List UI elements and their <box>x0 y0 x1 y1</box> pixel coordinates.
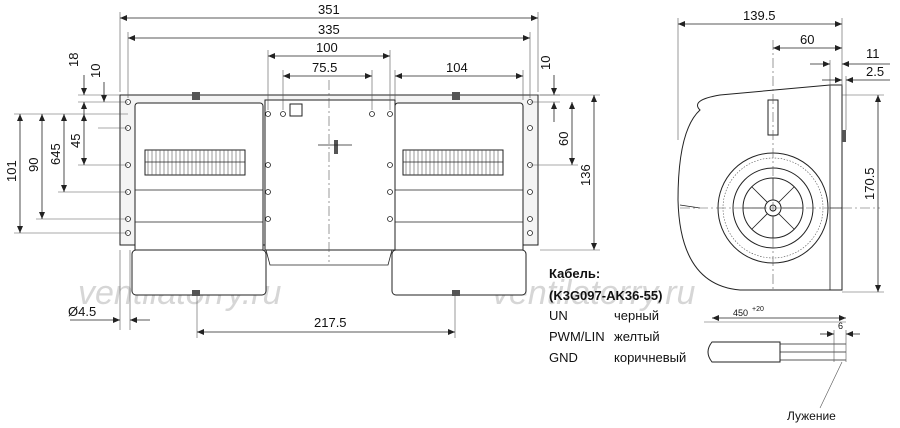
wire-name-2: PWM/LIN <box>549 329 605 344</box>
cable-title: Кабель: <box>549 266 600 281</box>
wire-name-1: UN <box>549 308 568 323</box>
dim-136: 136 <box>578 164 593 186</box>
dim-217-5: 217.5 <box>314 315 347 330</box>
dim-101: 101 <box>4 160 19 182</box>
front-view <box>119 80 539 296</box>
dim-45: 45 <box>68 134 83 148</box>
dim-2-5: 2.5 <box>866 64 884 79</box>
dim-170-5: 170.5 <box>862 167 877 200</box>
connector-pin <box>334 140 338 154</box>
front-dimensions <box>14 12 600 338</box>
cable-sheath <box>707 341 781 363</box>
dim-139-5: 139.5 <box>743 8 776 23</box>
cable-length: 450 <box>733 308 748 318</box>
dim-335: 335 <box>318 22 340 37</box>
dim-75-5: 75.5 <box>312 60 337 75</box>
connector <box>289 103 303 117</box>
dim-11: 11 <box>866 46 880 61</box>
dim-10-right: 10 <box>538 56 553 70</box>
cable-drawing <box>704 315 860 409</box>
wire-name-3: GND <box>549 350 578 365</box>
wire-color-2: желтый <box>614 329 660 344</box>
wire-color-1: черный <box>614 308 659 323</box>
cable-tolerance: +20 <box>752 306 764 313</box>
dim-hole: Ø4.5 <box>68 304 96 319</box>
tinning-note: Лужение <box>787 409 836 423</box>
dim-90: 90 <box>26 158 41 172</box>
right-scroll <box>391 249 527 296</box>
side-view <box>677 40 880 291</box>
left-scroll <box>131 249 267 296</box>
cable-model: (K3G097-AK36-55) <box>549 288 662 303</box>
right-blower-housing <box>394 102 524 254</box>
motor-block <box>264 99 396 251</box>
dim-100: 100 <box>316 40 338 55</box>
motor-bottom <box>265 249 393 266</box>
dim-104: 104 <box>446 60 468 75</box>
dim-side-60: 60 <box>800 32 814 47</box>
right-impeller <box>402 149 504 176</box>
dim-18: 18 <box>66 53 81 67</box>
dim-351: 351 <box>318 2 340 17</box>
left-impeller <box>144 149 246 176</box>
dim-60: 60 <box>556 132 571 146</box>
cable-legend: Кабель: (K3G097-AK36-55) UN черный PWM/L… <box>549 266 686 365</box>
wire-color-3: коричневый <box>614 350 686 365</box>
strip-length: 6 <box>838 321 843 331</box>
side-dimensions <box>677 18 890 293</box>
dim-64-5: 645 <box>48 143 63 165</box>
dim-10-left: 10 <box>88 64 103 78</box>
left-blower-housing <box>134 102 264 254</box>
